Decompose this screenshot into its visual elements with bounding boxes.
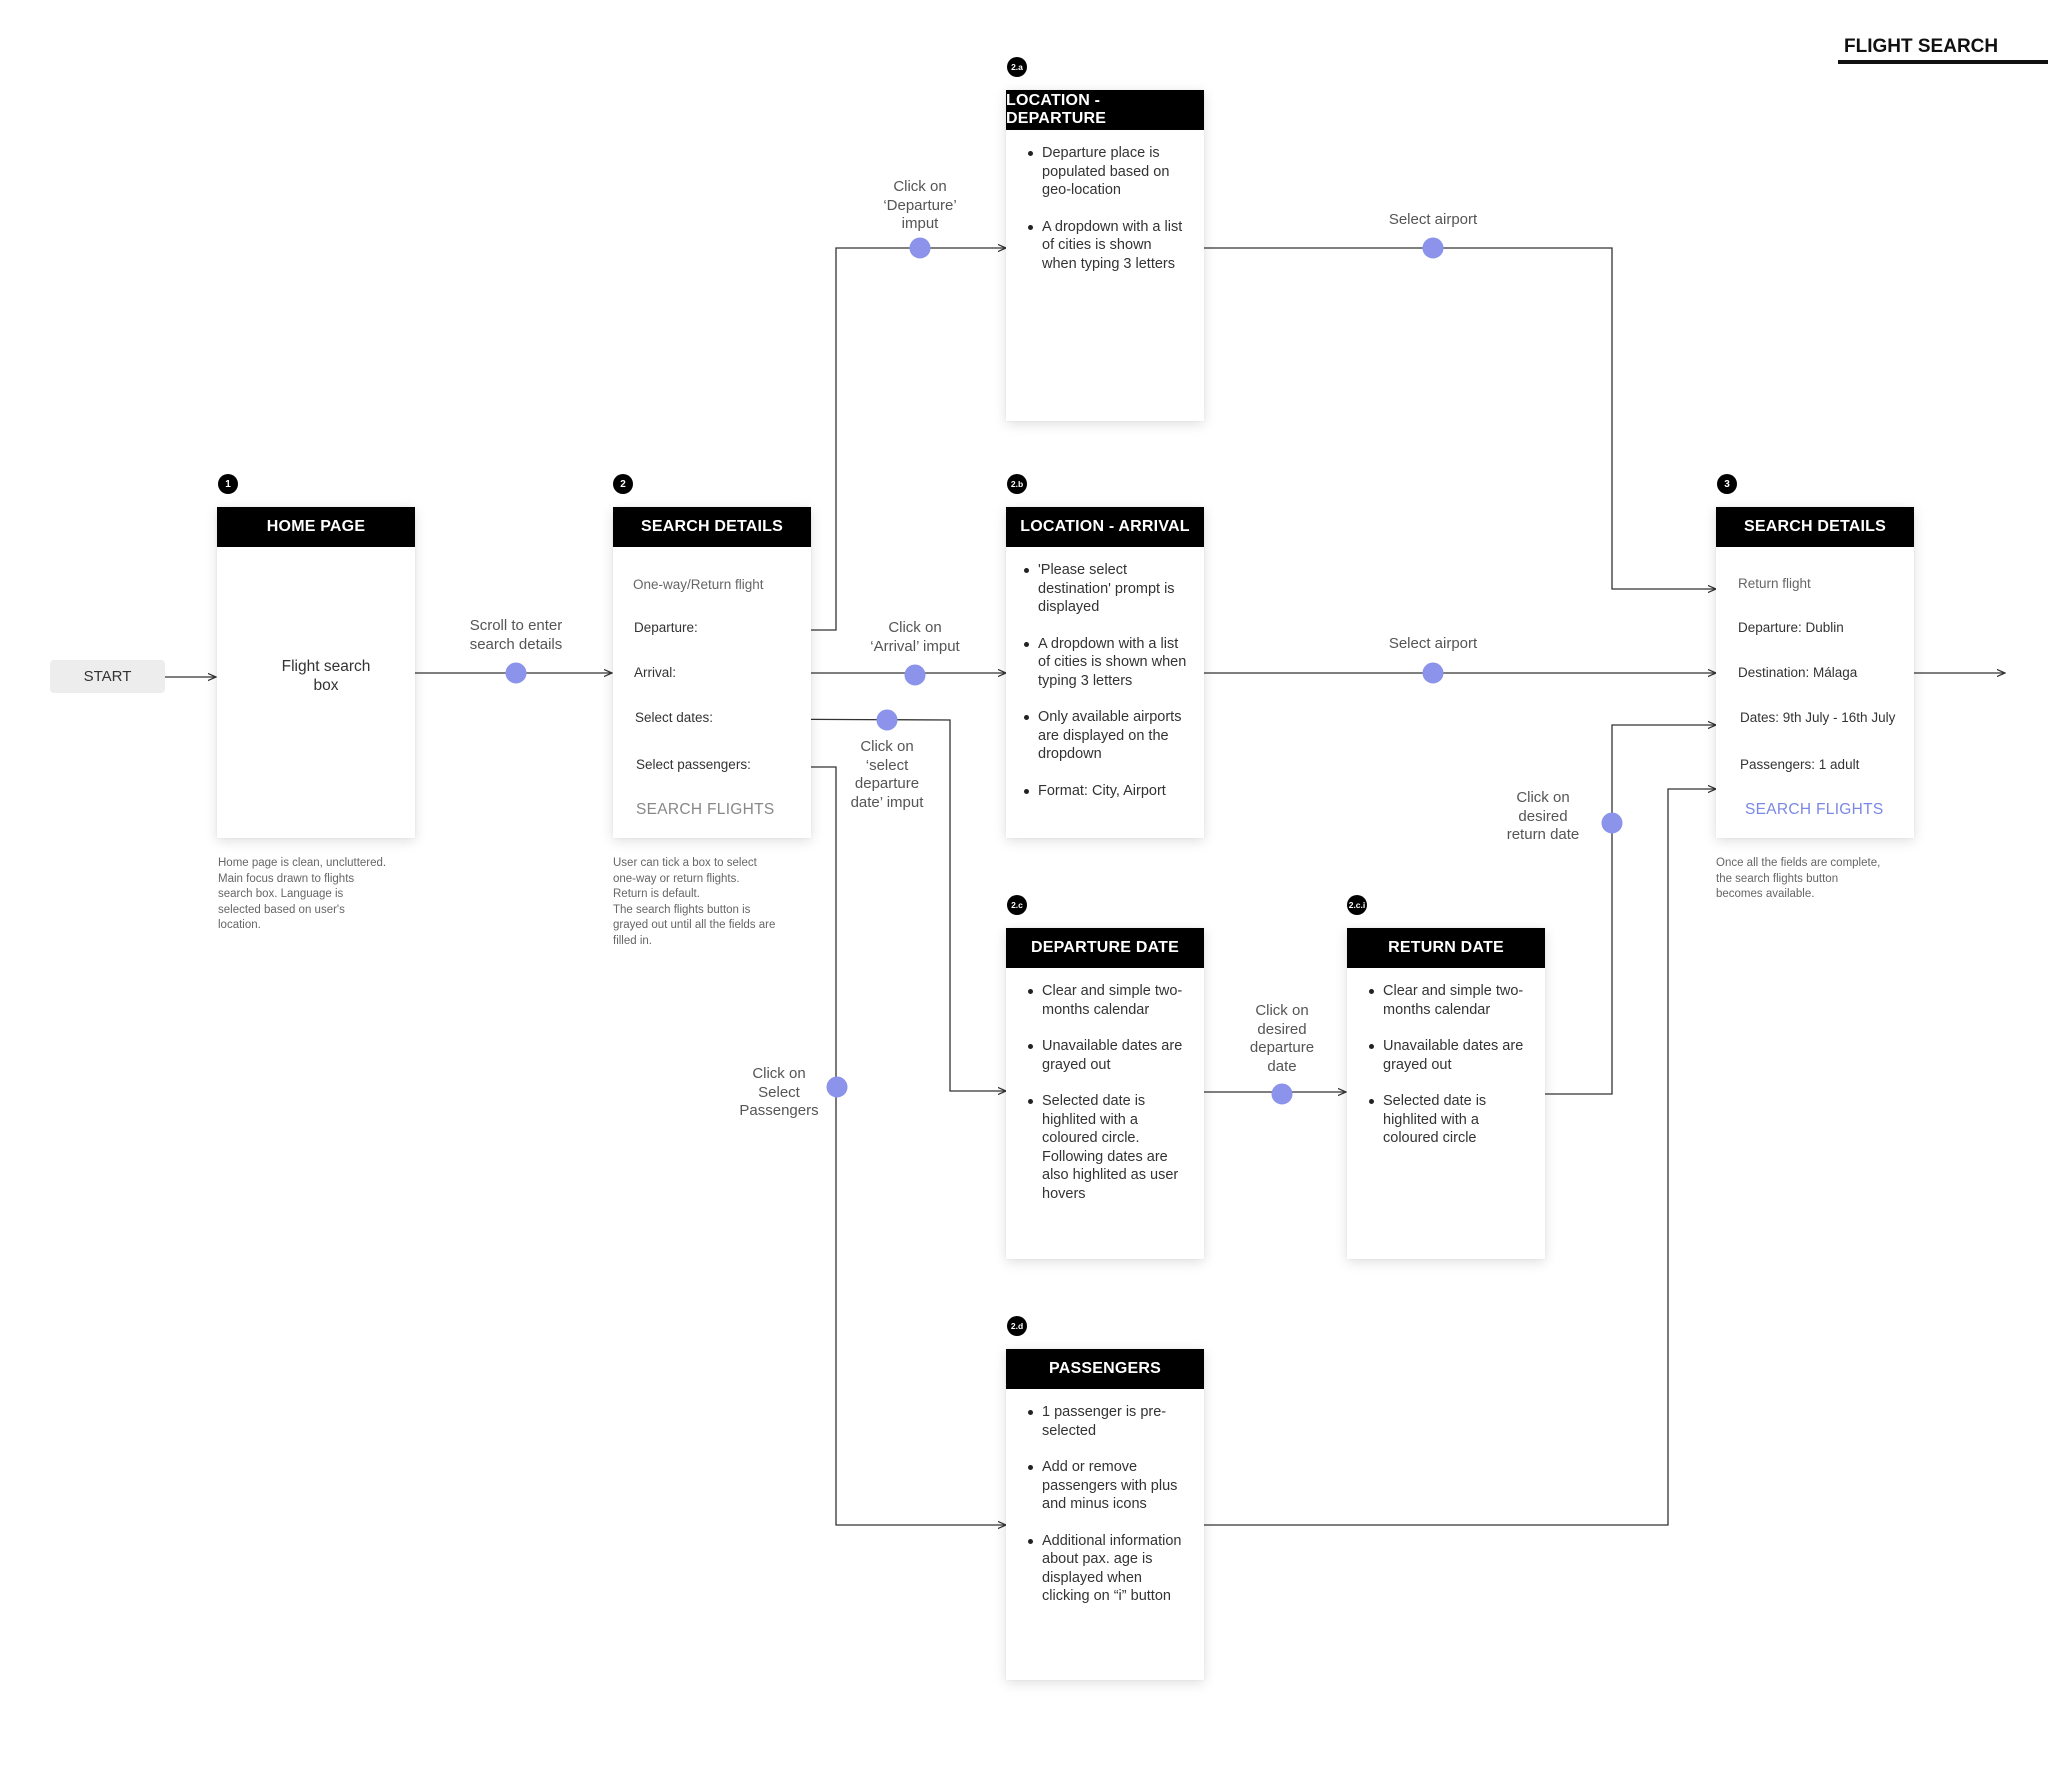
node-dot bbox=[505, 662, 527, 684]
label-click-departure: Click on ‘Departure’ imput bbox=[883, 178, 957, 232]
edge-return-search bbox=[1544, 725, 1716, 1095]
step-badge-2b: 2.b bbox=[1007, 474, 1027, 494]
departure-date-card: DEPARTURE DATE Clear and simple two-mont… bbox=[1006, 928, 1204, 1259]
bullet-item: Selected date is highlited with a colour… bbox=[1369, 1092, 1531, 1148]
bullet-item: Selected date is highlited with a colour… bbox=[1028, 1092, 1190, 1203]
bullet-item: Add or remove passengers with plus and m… bbox=[1028, 1458, 1190, 1514]
node-dot bbox=[909, 237, 931, 259]
trip-type-field: Return flight bbox=[1738, 576, 1811, 591]
bullet-item: Additional information about pax. age is… bbox=[1028, 1532, 1190, 1606]
card-title: HOME PAGE bbox=[217, 507, 415, 547]
label-click-departure-date: Click on desired departure date bbox=[1249, 1002, 1315, 1075]
label-click-dates: Click on ‘select departure date’ imput bbox=[850, 738, 924, 811]
search-details-note: User can tick a box to select one-way or… bbox=[613, 857, 776, 947]
card-title: RETURN DATE bbox=[1347, 928, 1545, 968]
card-title: DEPARTURE DATE bbox=[1006, 928, 1204, 968]
card-title: SEARCH DETAILS bbox=[613, 507, 811, 547]
label-scroll: Scroll to enter search details bbox=[469, 617, 563, 653]
card-title: LOCATION - DEPARTURE bbox=[1006, 90, 1204, 130]
node-dot bbox=[876, 709, 898, 731]
start-node: START bbox=[50, 660, 165, 693]
edge-dep-airport bbox=[1204, 247, 1716, 589]
passengers-field: Select passengers: bbox=[636, 757, 751, 772]
bullet-item: 1 passenger is pre-selected bbox=[1028, 1403, 1190, 1440]
passengers-card: PASSENGERS 1 passenger is pre-selected A… bbox=[1006, 1349, 1204, 1680]
step-badge-2a: 2.a bbox=[1007, 57, 1027, 77]
node-dot bbox=[1271, 1083, 1293, 1105]
edge-passengers bbox=[780, 766, 1006, 1525]
dates-field: Dates: 9th July - 16th July bbox=[1740, 710, 1896, 725]
page-title: FLIGHT SEARCH bbox=[1838, 36, 2048, 64]
bullet-item: Format: City, Airport bbox=[1024, 782, 1190, 801]
destination-field: Destination: Málaga bbox=[1738, 665, 1858, 680]
search-details-card: SEARCH DETAILS One-way/Return flight Dep… bbox=[613, 507, 811, 838]
step-badge-2c: 2.c bbox=[1007, 895, 1027, 915]
dates-field: Select dates: bbox=[635, 710, 714, 725]
bullet-item: A dropdown with a list of cities is show… bbox=[1028, 218, 1190, 274]
bullet-item: Only available airports are displayed on… bbox=[1024, 708, 1190, 764]
step-badge-2d: 2.d bbox=[1007, 1316, 1027, 1336]
bullet-item: Clear and simple two-months calendar bbox=[1369, 982, 1531, 1019]
node-dot bbox=[904, 664, 926, 686]
search-details-complete-card: SEARCH DETAILS Return flight Departure: … bbox=[1716, 507, 1914, 838]
card-title: SEARCH DETAILS bbox=[1716, 507, 1914, 547]
node-dot bbox=[1422, 662, 1444, 684]
departure-field: Departure: Dublin bbox=[1738, 620, 1844, 635]
label-click-arrival: Click on ‘Arrival’ imput bbox=[870, 619, 960, 655]
departure-field: Departure: bbox=[634, 620, 698, 635]
flight-search-box-label: Flight search box bbox=[281, 658, 371, 694]
step-badge-3: 3 bbox=[1717, 474, 1737, 494]
location-departure-card: LOCATION - DEPARTURE Departure place is … bbox=[1006, 90, 1204, 421]
bullet-item: 'Please select destination' prompt is di… bbox=[1024, 561, 1190, 617]
bullet-item: Clear and simple two-months calendar bbox=[1028, 982, 1190, 1019]
search-flights-button[interactable]: SEARCH FLIGHTS bbox=[1745, 801, 1884, 818]
step-badge-2: 2 bbox=[613, 474, 633, 494]
label-click-return-date: Click on desired return date bbox=[1506, 789, 1580, 843]
node-dot bbox=[1422, 237, 1444, 259]
card-title: LOCATION - ARRIVAL bbox=[1006, 507, 1204, 547]
bullet-item: Unavailable dates are grayed out bbox=[1369, 1037, 1531, 1074]
search-complete-note: Once all the fields are complete, the se… bbox=[1716, 857, 1881, 900]
step-badge-1: 1 bbox=[218, 474, 238, 494]
location-arrival-card: LOCATION - ARRIVAL 'Please select destin… bbox=[1006, 507, 1204, 838]
card-title: PASSENGERS bbox=[1006, 1349, 1204, 1389]
arrival-field: Arrival: bbox=[634, 665, 677, 680]
search-flights-button-disabled: SEARCH FLIGHTS bbox=[636, 801, 775, 818]
home-page-card: HOME PAGE Flight search box bbox=[217, 507, 415, 838]
bullet-item: Unavailable dates are grayed out bbox=[1028, 1037, 1190, 1074]
bullet-item: Departure place is populated based on ge… bbox=[1028, 144, 1190, 200]
trip-type-field: One-way/Return flight bbox=[633, 577, 764, 592]
label-select-airport-2: Select airport bbox=[1388, 635, 1478, 652]
label-select-airport-1: Select airport bbox=[1388, 211, 1478, 228]
step-badge-2ci: 2.c.i bbox=[1347, 895, 1367, 915]
passengers-field: Passengers: 1 adult bbox=[1740, 757, 1860, 772]
label-click-passengers: Click on Select Passengers bbox=[739, 1065, 819, 1119]
return-date-card: RETURN DATE Clear and simple two-months … bbox=[1347, 928, 1545, 1259]
bullet-item: A dropdown with a list of cities is show… bbox=[1024, 635, 1190, 691]
node-dot bbox=[1601, 812, 1623, 834]
home-page-note: Home page is clean, uncluttered. Main fo… bbox=[218, 857, 387, 931]
